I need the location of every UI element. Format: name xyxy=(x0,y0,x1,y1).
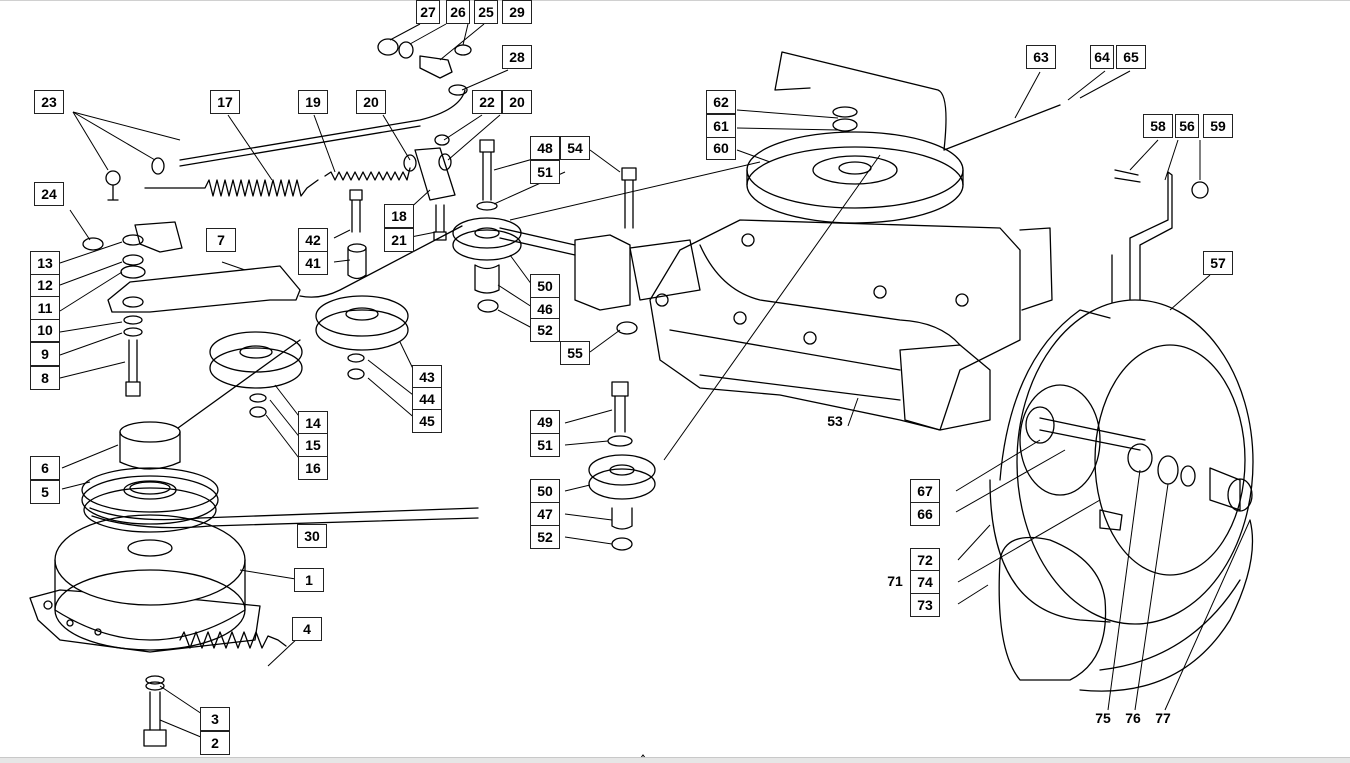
bolt-48 xyxy=(476,139,498,211)
part-label-56: 56 xyxy=(1175,114,1199,138)
part-label-21: 21 xyxy=(384,228,414,252)
part-label-19: 19 xyxy=(298,90,328,114)
part-label-46: 46 xyxy=(530,297,560,321)
part-label-26: 26 xyxy=(446,0,470,24)
part-label-54: 54 xyxy=(560,136,590,160)
part-label-10: 10 xyxy=(30,318,60,342)
part-label-7: 7 xyxy=(206,228,236,252)
part-label-72: 72 xyxy=(910,548,940,572)
part-label-55: 55 xyxy=(560,341,590,365)
part-label-23: 23 xyxy=(34,90,64,114)
part-label-63: 63 xyxy=(1026,45,1056,69)
part-label-49: 49 xyxy=(530,410,560,434)
part-label-30: 30 xyxy=(297,524,327,548)
part-label-6: 6 xyxy=(30,456,60,480)
part-label-74: 74 xyxy=(910,570,940,594)
part-label-24: 24 xyxy=(34,182,64,206)
part-label-13: 13 xyxy=(30,251,60,275)
part-label-67: 67 xyxy=(910,479,940,503)
bracket-18 xyxy=(403,134,456,241)
hub-6 xyxy=(119,421,181,470)
part-label-22: 22 xyxy=(472,90,502,114)
idler-pulley-14 xyxy=(209,331,303,418)
part-label-45: 45 xyxy=(412,409,442,433)
part-label-15: 15 xyxy=(298,433,328,457)
part-label-57: 57 xyxy=(1203,251,1233,275)
part-label-47: 47 xyxy=(530,502,560,526)
part-label-28: 28 xyxy=(502,45,532,69)
part-label-62: 62 xyxy=(706,90,736,114)
part-label-3: 3 xyxy=(200,707,230,731)
bolt-2 xyxy=(143,675,167,747)
part-label-58: 58 xyxy=(1143,114,1173,138)
part-label-60: 60 xyxy=(706,136,736,160)
hardware-stack-left xyxy=(82,234,146,397)
part-label-25: 25 xyxy=(474,0,498,24)
part-label-43: 43 xyxy=(412,365,442,389)
bracket-7 xyxy=(107,221,301,313)
part-label-12: 12 xyxy=(30,273,60,297)
part-label-4: 4 xyxy=(292,617,322,641)
part-label-59: 59 xyxy=(1203,114,1233,138)
pulley-50-upper xyxy=(452,217,522,313)
part-label-50a: 50 xyxy=(530,274,560,298)
part-label-76: 76 xyxy=(1125,710,1141,726)
part-label-53: 53 xyxy=(827,413,843,429)
bolt-54 xyxy=(616,167,638,335)
part-label-48: 48 xyxy=(530,136,560,160)
part-label-8: 8 xyxy=(30,366,60,390)
part-label-20b: 20 xyxy=(502,90,532,114)
part-label-64: 64 xyxy=(1090,45,1114,69)
wheel-rim-72 xyxy=(989,299,1254,625)
pulley-5 xyxy=(81,467,219,533)
part-label-5: 5 xyxy=(30,480,60,504)
part-label-52b: 52 xyxy=(530,525,560,549)
part-label-66: 66 xyxy=(910,502,940,526)
part-label-14: 14 xyxy=(298,411,328,435)
part-label-50b: 50 xyxy=(530,479,560,503)
hardware-top xyxy=(377,38,472,96)
part-label-18: 18 xyxy=(384,204,414,228)
part-label-73: 73 xyxy=(910,593,940,617)
part-label-71: 71 xyxy=(887,573,903,589)
part-label-41: 41 xyxy=(298,251,328,275)
part-label-17: 17 xyxy=(210,90,240,114)
part-label-2: 2 xyxy=(200,731,230,755)
ball-joint-23 xyxy=(105,157,165,201)
part-label-11: 11 xyxy=(30,296,60,320)
top-border xyxy=(0,0,1350,1)
belt-30 xyxy=(89,507,479,529)
transaxle-body xyxy=(499,219,1021,431)
part-label-51b: 51 xyxy=(530,433,560,457)
part-label-51a: 51 xyxy=(530,160,560,184)
part-label-61: 61 xyxy=(706,114,736,138)
part-label-75: 75 xyxy=(1095,710,1111,726)
bracket-63 xyxy=(774,51,1061,151)
bottom-scrollbar[interactable] xyxy=(0,757,1350,763)
pulley-60 xyxy=(746,106,964,224)
bolt-42 xyxy=(347,189,367,280)
part-label-20a: 20 xyxy=(356,90,386,114)
spring-17 xyxy=(144,179,319,197)
idler-pulley-43 xyxy=(315,295,409,380)
pulley-50-lower xyxy=(588,454,656,551)
part-label-9: 9 xyxy=(30,342,60,366)
part-label-65: 65 xyxy=(1116,45,1146,69)
part-label-52a: 52 xyxy=(530,318,560,342)
spring-4 xyxy=(179,631,287,649)
axle-bracket-56 xyxy=(1111,169,1209,319)
part-label-42: 42 xyxy=(298,228,328,252)
part-label-27: 27 xyxy=(416,0,440,24)
part-label-1: 1 xyxy=(294,568,324,592)
electric-clutch xyxy=(29,514,261,653)
part-label-44: 44 xyxy=(412,387,442,411)
part-label-16: 16 xyxy=(298,456,328,480)
part-label-29: 29 xyxy=(502,0,532,24)
part-label-77: 77 xyxy=(1155,710,1171,726)
bolt-49 xyxy=(607,381,633,447)
threaded-rod-19 xyxy=(324,167,411,181)
